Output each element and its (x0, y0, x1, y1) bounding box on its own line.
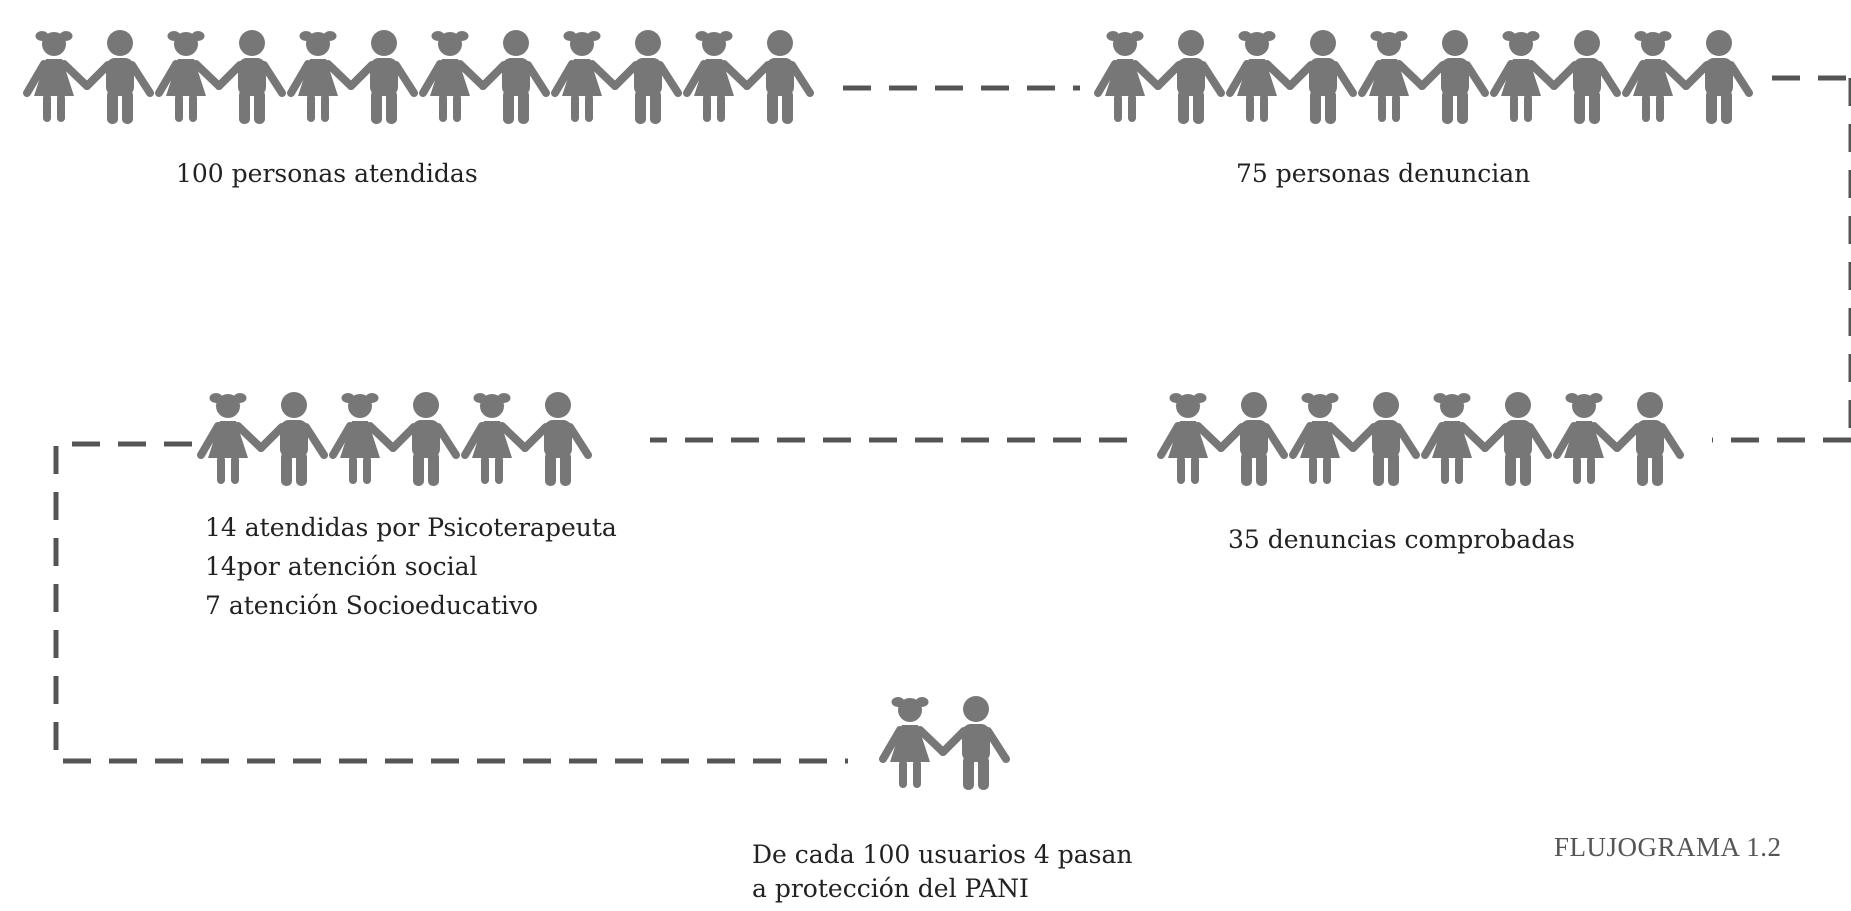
node-label-derivadas: 14 atendidas por Psicoterapeuta 14por at… (205, 509, 617, 625)
girl-icon (1293, 393, 1353, 484)
girl-icon (1494, 31, 1554, 122)
node-label-comprobadas: 35 denuncias comprobadas (1228, 521, 1575, 560)
boy-icon (943, 696, 1006, 790)
node-text: 35 denuncias comprobadas (1228, 525, 1575, 554)
boy-icon (1617, 392, 1680, 486)
figure-groups (27, 30, 1749, 790)
connector-derivadas-pani (53, 441, 848, 764)
boy-icon (1158, 30, 1221, 124)
boy-icon (483, 30, 546, 124)
figure-group-pani (883, 696, 1006, 790)
boy-icon (747, 30, 810, 124)
node-text: De cada 100 usuarios 4 pasan (752, 840, 1133, 869)
boy-icon (261, 392, 324, 486)
girl-icon (1626, 31, 1686, 122)
girl-icon (1425, 393, 1485, 484)
figure-group-atendidas (27, 30, 810, 124)
girl-icon (555, 31, 615, 122)
boy-icon (1221, 392, 1284, 486)
node-text: 7 atención Socioeducativo (205, 590, 539, 620)
boy-icon (1485, 392, 1548, 486)
girl-icon (1557, 393, 1617, 484)
girl-icon (1230, 31, 1290, 122)
boy-icon (351, 30, 414, 124)
boy-icon (87, 30, 150, 124)
girl-icon (1098, 31, 1158, 122)
boy-icon (525, 392, 588, 486)
flow-connectors (53, 75, 1851, 764)
node-text: 14por atención social (205, 551, 478, 581)
node-label-atendidas: 100 personas atendidas (176, 155, 478, 194)
boy-icon (615, 30, 678, 124)
boy-icon (1686, 30, 1749, 124)
girl-icon (201, 393, 261, 484)
node-label-pani: De cada 100 usuarios 4 pasan a protecció… (752, 838, 1133, 906)
boy-icon (219, 30, 282, 124)
girl-icon (291, 31, 351, 122)
node-text: 75 personas denuncian (1236, 159, 1531, 188)
girl-icon (1161, 393, 1221, 484)
girl-icon (159, 31, 219, 122)
figure-group-denuncian (1098, 30, 1749, 124)
figure-group-derivadas (201, 392, 588, 486)
node-text: 100 personas atendidas (176, 159, 478, 188)
figure-group-comprobadas (1161, 392, 1680, 486)
girl-icon (27, 31, 87, 122)
girl-icon (687, 31, 747, 122)
girl-icon (465, 393, 525, 484)
flowchart-caption: FLUJOGRAMA 1.2 (1554, 832, 1782, 862)
boy-icon (1554, 30, 1617, 124)
node-label-denuncian: 75 personas denuncian (1236, 155, 1530, 194)
boy-icon (393, 392, 456, 486)
boy-icon (1422, 30, 1485, 124)
boy-icon (1353, 392, 1416, 486)
girl-icon (423, 31, 483, 122)
girl-icon (883, 697, 943, 788)
girl-icon (333, 393, 393, 484)
connector-denuncian-comprobadas (1712, 75, 1851, 443)
node-text: a protección del PANI (752, 873, 1029, 903)
girl-icon (1362, 31, 1422, 122)
boy-icon (1290, 30, 1353, 124)
node-text: 14 atendidas por Psicoterapeuta (205, 513, 617, 542)
